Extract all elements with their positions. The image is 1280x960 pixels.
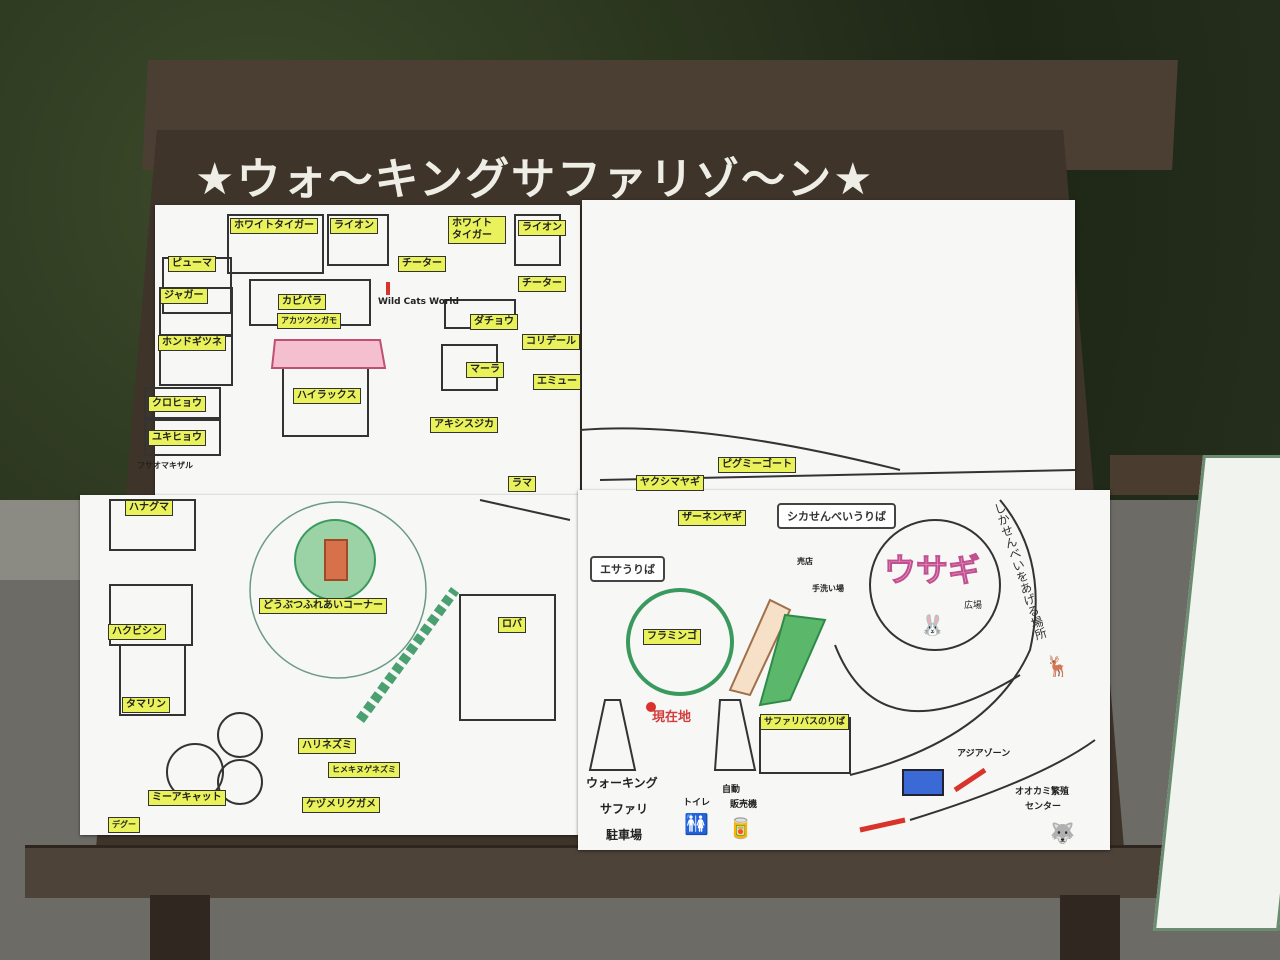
label-saanen-goat: ザーネンヤギ bbox=[678, 510, 746, 526]
label-meerkat: ミーアキャット bbox=[148, 790, 226, 806]
wolf-center-line-1: オオカミ繁殖 bbox=[1015, 787, 1070, 797]
label-snow-leopard: ユキヒョウ bbox=[148, 430, 206, 446]
label-cheetah: チーター bbox=[398, 256, 446, 272]
sign-beam bbox=[25, 845, 1175, 898]
sign-leg bbox=[150, 895, 210, 960]
toilet-label: トイレ bbox=[683, 798, 711, 808]
label-tortoise: ケヅメリクガメ bbox=[302, 797, 380, 813]
label-lion: ライオン bbox=[330, 218, 378, 234]
label-hedgehog: ハリネズミ bbox=[298, 738, 356, 754]
label-red-fox: ホンドギツネ bbox=[158, 335, 226, 351]
parking-line-3: 駐車場 bbox=[606, 828, 643, 842]
parking-line-1: ウォーキング bbox=[586, 776, 658, 790]
rabbit-icon: 🐰 bbox=[920, 613, 945, 637]
label-llama: ラマ bbox=[508, 476, 536, 492]
label-ruddy-shelduck: アカツクシガモ bbox=[277, 313, 341, 329]
sign-title: ★ウォ〜キングサファリゾ〜ン★ bbox=[195, 154, 875, 205]
deer-icon: 🦌 bbox=[1045, 654, 1070, 678]
label-donkey: ロバ bbox=[498, 617, 526, 633]
feed-shop-sign: エサうりば bbox=[590, 556, 665, 582]
label-yakushima-goat: ヤクシマヤギ bbox=[636, 475, 704, 491]
toilet-icon: 🚻 bbox=[684, 812, 709, 836]
wild-cats-world: Wild Cats World bbox=[378, 297, 459, 307]
label-jaguar: ジャガー bbox=[160, 288, 208, 304]
map-sheet-bottom-right bbox=[578, 490, 1110, 850]
vending-machine-icon: 🥫 bbox=[728, 816, 753, 840]
label-masked-palm-civet: ハクビシン bbox=[108, 624, 166, 640]
safari-bus-stop: サファリバスのりば bbox=[760, 714, 850, 730]
sign-leg bbox=[1060, 895, 1120, 960]
label-corriedale: コリデール bbox=[522, 334, 580, 350]
vending-label-2: 販売機 bbox=[730, 800, 758, 810]
vending-label-1: 自動 bbox=[722, 785, 741, 795]
wolf-icon: 🐺 bbox=[1050, 821, 1075, 845]
label-emu: エミュー bbox=[533, 374, 581, 390]
label-tamarin: タマリン bbox=[122, 697, 170, 713]
label-axis-deer: アキシスジカ bbox=[430, 417, 498, 433]
label-petting-corner: どうぶつふれあいコーナー bbox=[259, 598, 387, 614]
asia-zone-label: アジアゾーン bbox=[957, 749, 1011, 759]
label-gerbil: ヒメキヌゲネズミ bbox=[328, 762, 400, 778]
parking-line-2: サファリ bbox=[600, 802, 649, 816]
label-degu: デグー bbox=[108, 817, 140, 833]
wash-area-label: 手洗い場 bbox=[812, 584, 844, 593]
label-black-leopard: クロヒョウ bbox=[148, 396, 206, 412]
label-white-tiger-2: ホワイト タイガー bbox=[448, 216, 506, 244]
shop-label: 売店 bbox=[797, 557, 813, 566]
label-ostrich: ダチョウ bbox=[470, 314, 518, 330]
label-lion-2: ライオン bbox=[518, 220, 566, 236]
label-pygmy-goat: ピグミーゴート bbox=[718, 457, 796, 473]
label-puma: ピューマ bbox=[168, 256, 216, 272]
deer-cracker-shop-sign: シカせんべいうりば bbox=[777, 503, 896, 529]
label-hyrax: ハイラックス bbox=[293, 388, 361, 404]
label-white-tiger: ホワイトタイガー bbox=[230, 218, 318, 234]
label-flamingo: フラミンゴ bbox=[643, 629, 701, 645]
wolf-center-line-2: センター bbox=[1025, 802, 1062, 812]
rabbit-plaza-title: ウサギ bbox=[883, 551, 981, 589]
label-capybara: カピバラ bbox=[278, 294, 326, 310]
map-sheet-top-right bbox=[582, 200, 1075, 490]
label-capuchin: フサオマキザル bbox=[137, 461, 193, 470]
plaza-label: 広場 bbox=[964, 601, 983, 611]
label-coati: ハナグマ bbox=[125, 500, 173, 516]
label-mara: マーラ bbox=[466, 362, 504, 378]
current-location-marker: 現在地 bbox=[652, 710, 692, 725]
label-cheetah-2: チーター bbox=[518, 276, 566, 292]
